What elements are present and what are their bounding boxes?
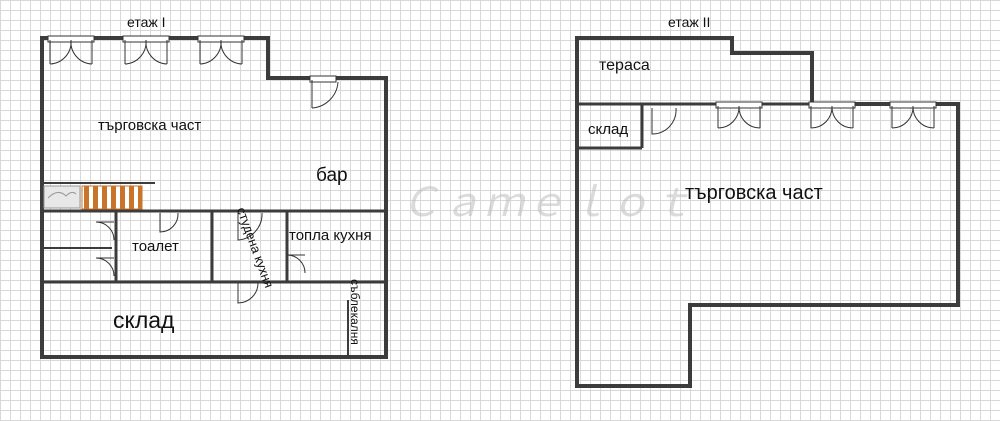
room-label-shop-2: търговска част — [685, 182, 823, 204]
room-label-bar: бар — [316, 165, 348, 186]
room-label-storage: склад — [113, 307, 175, 333]
room-label-terrace: тераса — [599, 57, 650, 74]
floor-1-outer-wall — [40, 36, 388, 359]
floor-2-plan — [575, 36, 960, 388]
floor-1-doors — [47, 35, 339, 304]
floor-2-outer-wall — [575, 36, 960, 388]
floor-2-doors — [651, 101, 937, 135]
floor-1-plan — [40, 36, 388, 359]
room-label-changing-room: съблекалня — [347, 279, 362, 345]
room-label-shop: търговска част — [98, 117, 202, 134]
floor-2-title: етаж II — [668, 14, 711, 30]
watermark-logo: Ｃａｍｅｌｏｔ — [400, 180, 694, 226]
room-label-storage-2: склад — [588, 121, 629, 138]
room-label-toilet: тоалет — [132, 238, 179, 255]
floor-1-stairs — [43, 185, 143, 210]
room-label-hot-kitchen: топла кухня — [289, 227, 372, 244]
floor-1-title: етаж I — [127, 14, 166, 30]
